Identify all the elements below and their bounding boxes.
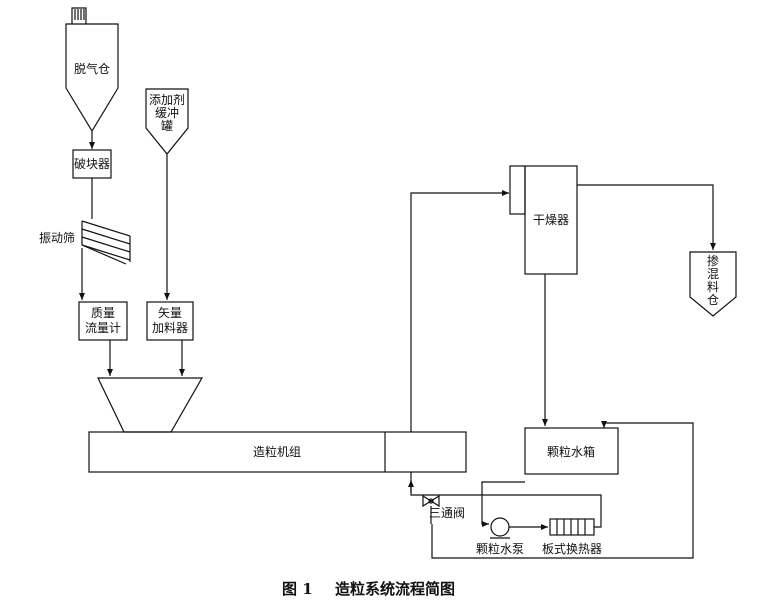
water-tank-label: 颗粒水箱	[547, 444, 595, 459]
granulator-label: 造粒机组	[253, 444, 301, 459]
mass-meter-label-2: 流量计	[85, 321, 121, 335]
vector-feeder-label-2: 加料器	[152, 321, 188, 335]
breaker-label: 破块器	[74, 156, 110, 171]
vibrating-screen: 振动筛	[39, 220, 131, 265]
three-way-valve: 三通阀	[422, 494, 465, 524]
plate-heat-exchanger: 板式换热器	[542, 518, 602, 556]
vector-feeder-label-1: 矢量	[158, 306, 182, 320]
blend-bin-label-4: 仓	[707, 293, 719, 307]
dryer-label: 干燥器	[533, 213, 569, 227]
blending-bin: 掺 混 料 仓	[689, 251, 737, 317]
degas-bin: 脱气仓	[65, 7, 119, 133]
granulator-hopper	[97, 377, 204, 433]
pump-label: 颗粒水泵	[476, 541, 524, 556]
additive-buffer-tank: 添加剂 缓冲 罐	[145, 88, 189, 155]
three-way-valve-label: 三通阀	[429, 506, 465, 520]
blend-bin-label-2: 混	[707, 267, 719, 281]
mass-meter-label-1: 质量	[91, 306, 115, 320]
blend-bin-label-1: 掺	[707, 253, 719, 268]
figure-number: 图 1	[282, 580, 313, 598]
blend-bin-label-3: 料	[707, 280, 719, 294]
additive-tank-label-1: 添加剂	[149, 92, 185, 107]
figure-title: 造粒系统流程简图	[335, 580, 455, 598]
heat-exchanger-label: 板式换热器	[542, 542, 602, 556]
vibrating-screen-label: 振动筛	[39, 230, 75, 245]
granulator-unit: 造粒机组	[88, 431, 467, 473]
granule-water-tank: 颗粒水箱	[524, 427, 619, 475]
vector-feeder: 矢量 加料器	[146, 301, 194, 341]
additive-tank-label-3: 罐	[161, 119, 173, 133]
breaker: 破块器	[72, 149, 112, 179]
dryer: 干燥器	[509, 165, 578, 275]
degas-bin-vent-icon	[71, 7, 87, 24]
mass-flow-meter: 质量 流量计	[78, 301, 128, 341]
additive-tank-label-2: 缓冲	[155, 105, 179, 120]
degas-bin-label: 脱气仓	[74, 61, 110, 76]
